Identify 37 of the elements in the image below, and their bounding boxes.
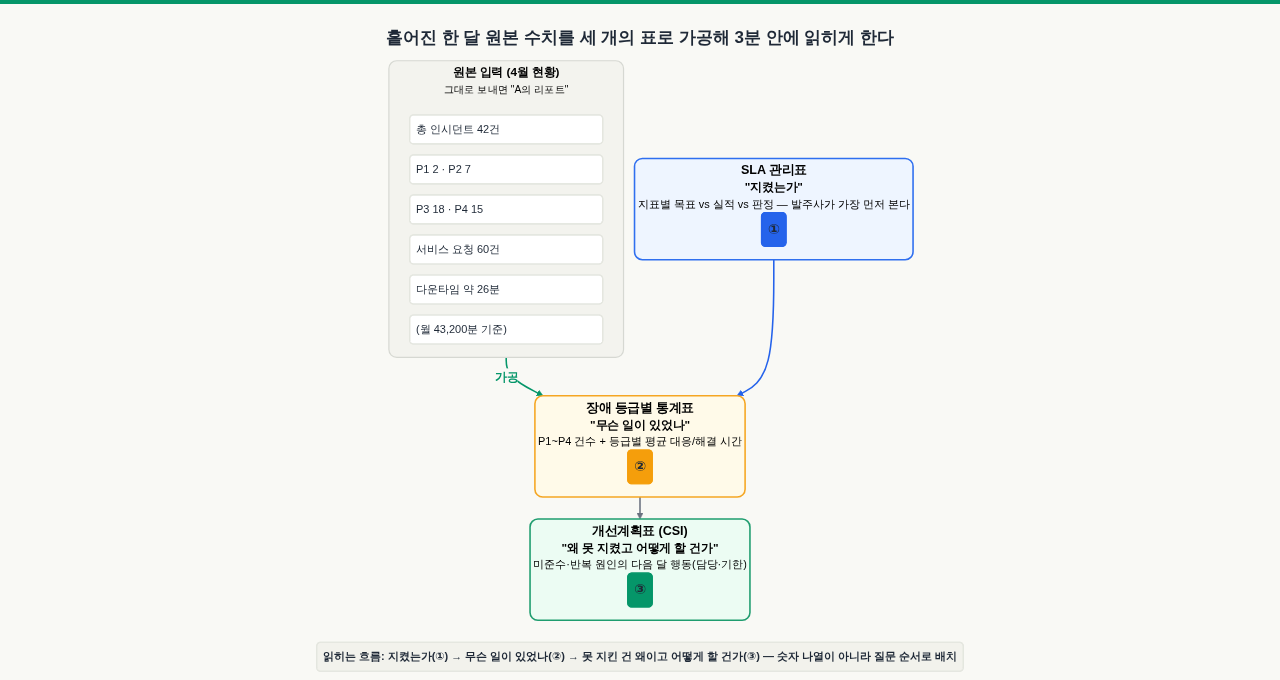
number-badge (627, 572, 653, 608)
value-card (409, 194, 604, 225)
value-text: P3 18 · P4 15 (415, 201, 485, 218)
number-badge (760, 212, 787, 247)
group-title: 원본 입력 (4월 현황) (452, 65, 560, 79)
number-badge (627, 449, 653, 485)
value-text: 총 인시던트 42건 (415, 121, 502, 138)
value-text: 다운타임 약 26분 (415, 281, 502, 298)
card-question: "무슨 일이 있었나" (589, 417, 691, 432)
card-description: 지표별 목표 vs 실적 vs 판정 — 발주사가 가장 먼저 본다 (637, 197, 910, 211)
arrow (636, 496, 644, 520)
step-number: ③ (634, 581, 646, 598)
table-card (534, 395, 746, 498)
value-card (409, 234, 604, 265)
card-question: "지켰는가" (744, 180, 803, 194)
card-description: P1~P4 건수 + 등급별 평균 대응/해결 시간 (538, 435, 742, 448)
table-card (529, 518, 751, 622)
step-number: ① (767, 221, 780, 237)
summary-text: 읽히는 흐름: 지켰는가(①) → 무슨 일이 있었나(②) → 못 지킨 건 왜이고 어떻게 할 건가(③) — 숫자 나열이 아니라 질문 순서로 배치 (323, 650, 957, 663)
value-card (409, 314, 604, 345)
step-number: ② (634, 458, 646, 475)
card-title: SLA 관리표 (740, 163, 807, 177)
arrow (736, 258, 775, 397)
value-card (409, 114, 604, 145)
card-question: "왜 못 지켰고 어떻게 할 건가" (561, 541, 719, 555)
edge-label: 가공 (495, 368, 518, 385)
value-text: 서비스 요청 60건 (415, 241, 502, 258)
card-title: 개선계획표 (CSI) (592, 523, 688, 538)
page-title: 흩어진 한 달 원본 수치를 세 개의 표로 가공해 3분 안에 읽히게 한다 (385, 27, 895, 49)
card-title: 장애 등급별 통계표 (586, 400, 694, 414)
value-card (409, 154, 604, 185)
value-text: P1 2 · P2 7 (415, 161, 472, 178)
value-text: (월 43,200분 기준) (415, 321, 508, 338)
table-card (633, 157, 914, 261)
warning-note: 그대로 보내면 "A의 리포트" (443, 83, 569, 96)
value-card (409, 274, 604, 305)
card-description: 미준수·반복 원인의 다음 달 행동(담당·기한) (533, 558, 747, 571)
